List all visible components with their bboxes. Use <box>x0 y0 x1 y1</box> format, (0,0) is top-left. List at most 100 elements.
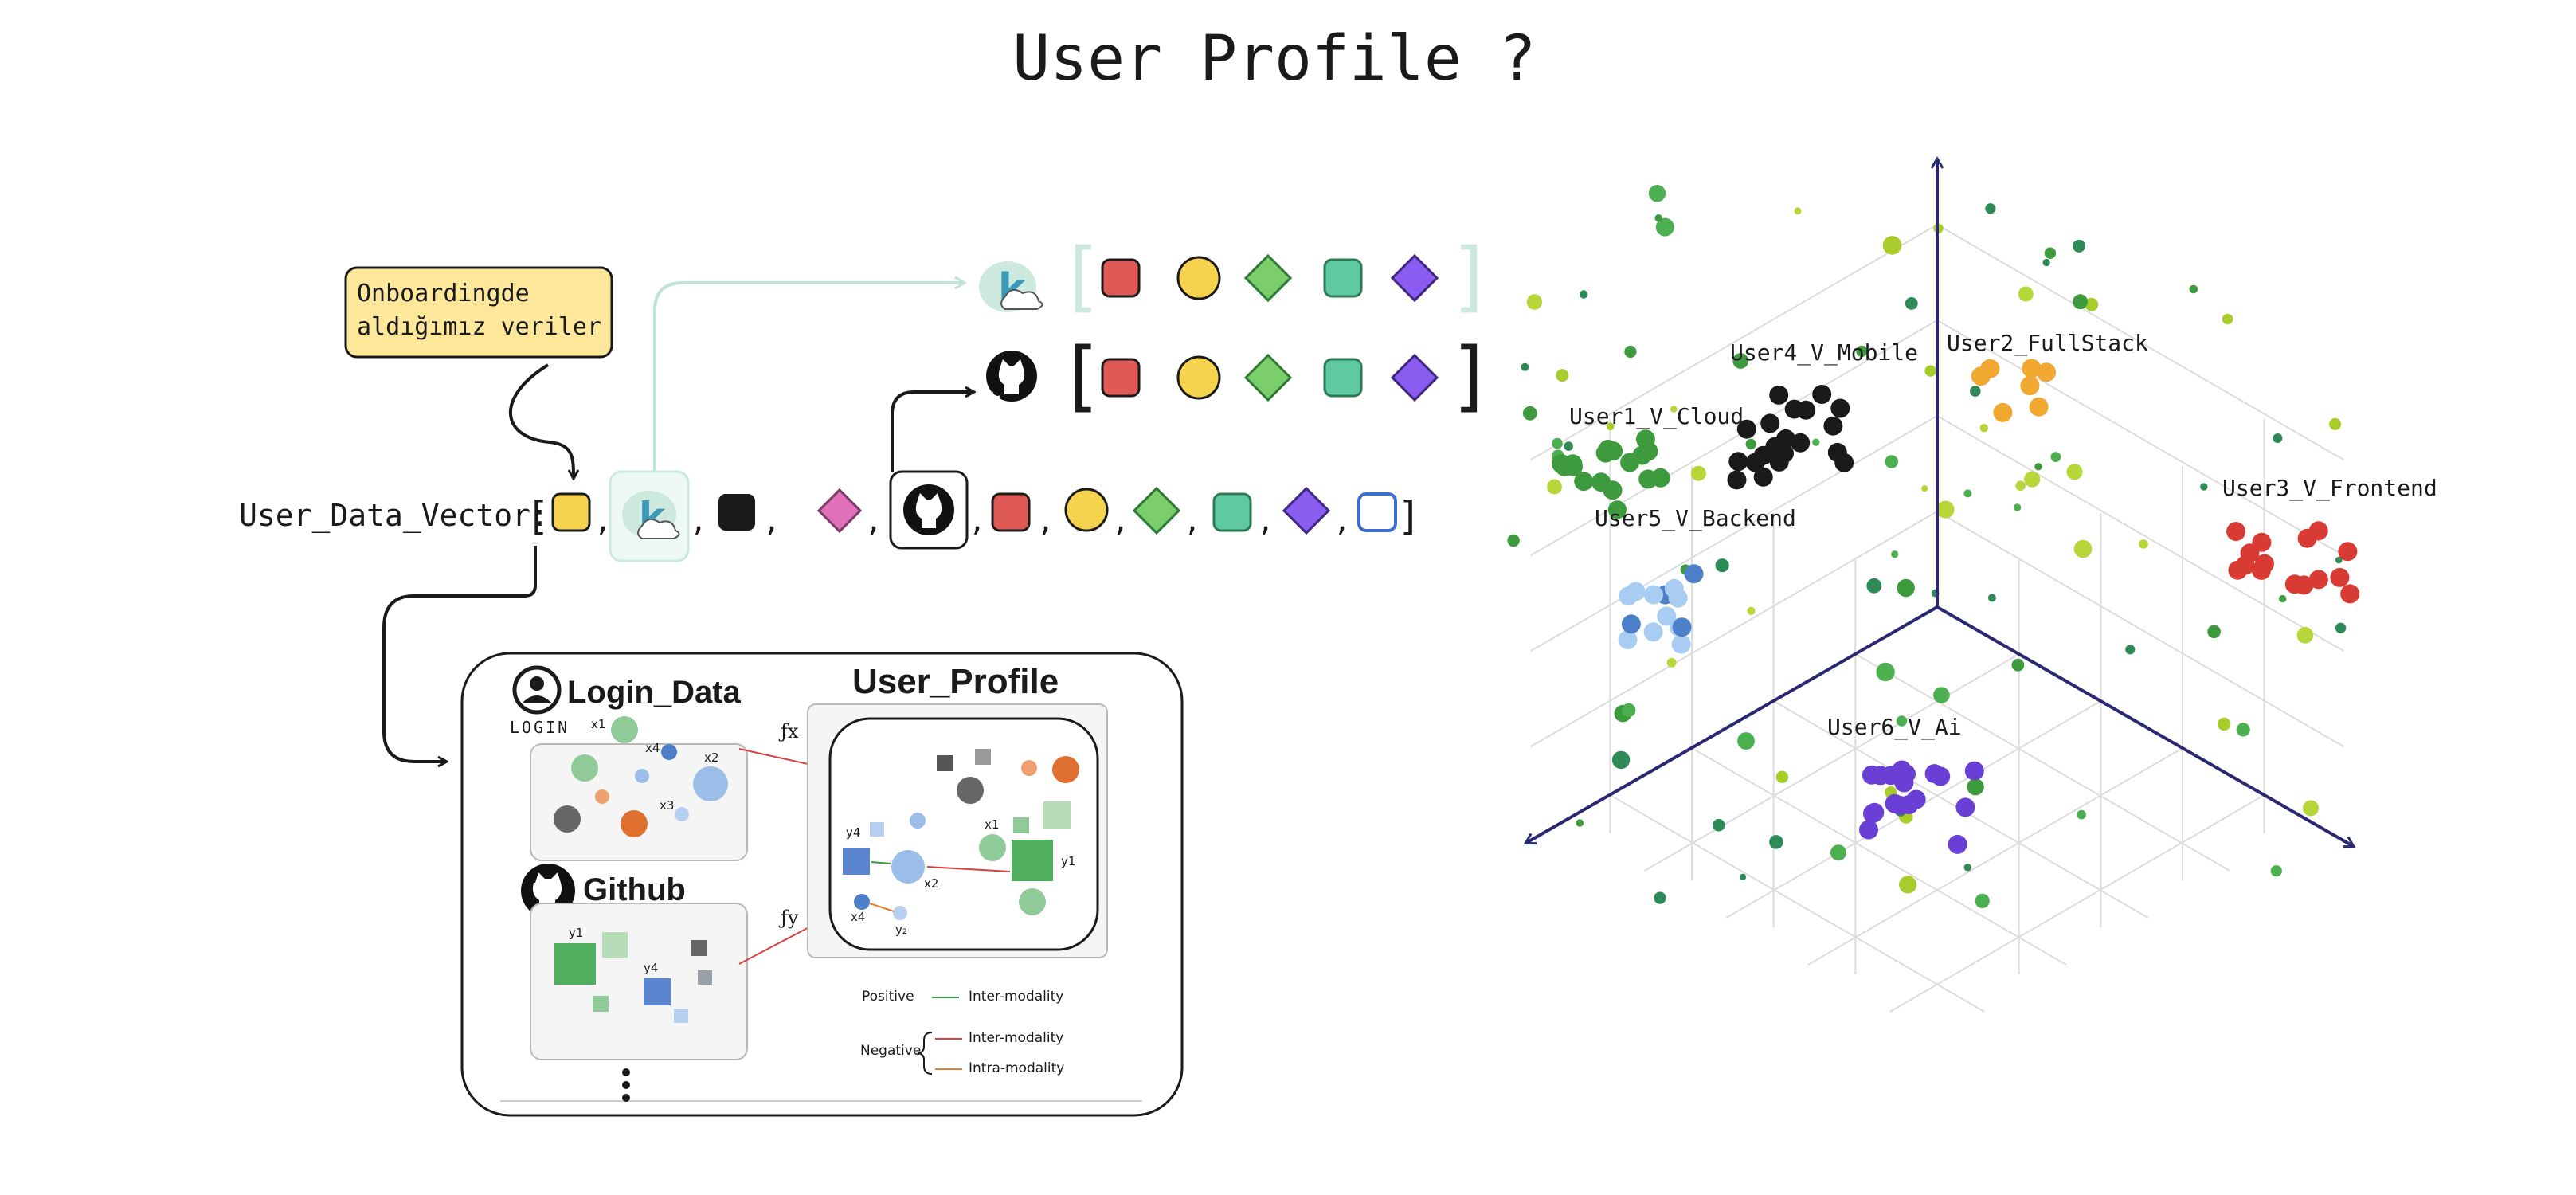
cluster-point <box>1753 467 1773 487</box>
cluster-point <box>2308 570 2328 590</box>
scatter-point <box>1611 750 1631 770</box>
green-diamond-token <box>1132 486 1181 535</box>
scatter-point <box>1666 657 1677 668</box>
scatter-point <box>1624 345 1637 358</box>
cluster-point <box>2338 542 2358 562</box>
scatter-point <box>1580 290 1588 299</box>
scatter-point <box>1936 500 1955 519</box>
login-caption: LOGIN <box>510 718 570 737</box>
profile-label-y2: y₂ <box>895 923 907 937</box>
teal-square-token <box>1323 358 1363 398</box>
vector-tokens: , k , , , , , , , , , <box>551 470 1397 562</box>
kaggle-link-arrow <box>653 283 964 474</box>
scatter-point <box>1576 819 1584 827</box>
login-label-x4: x4 <box>645 741 660 755</box>
cluster-point <box>1672 617 1692 637</box>
svg-text:,: , <box>1037 505 1055 538</box>
github-label-y1: y1 <box>569 926 583 940</box>
cluster-point <box>1862 765 1881 785</box>
scatter-point <box>2218 717 2231 731</box>
cluster-point <box>1684 564 1704 584</box>
cluster-point <box>1791 433 1811 453</box>
cluster-point <box>1827 442 1847 462</box>
yellow-circle-token <box>1176 256 1221 300</box>
scatter-point <box>2125 645 2136 655</box>
black-square-token <box>718 494 755 531</box>
kaggle-icon-top: k <box>979 261 1043 313</box>
svg-text:,: , <box>594 505 612 538</box>
cluster-point <box>1955 797 1975 817</box>
scatter-point <box>2018 286 2034 302</box>
scatter-point <box>2066 464 2083 480</box>
scatter-point <box>1654 891 1666 904</box>
profile-label-x1: x1 <box>985 817 999 832</box>
cluster-point <box>1671 634 1691 654</box>
cluster-point <box>1769 452 1789 472</box>
red-square-token <box>1101 358 1141 398</box>
purple-diamond-token <box>1390 253 1439 303</box>
vector-bracket-open: [ <box>526 493 550 539</box>
github-bracket-close: ] <box>1448 331 1494 421</box>
svg-text:,: , <box>1184 505 1201 538</box>
profile-label-x2: x2 <box>924 876 938 891</box>
scatter-point <box>1812 438 1820 446</box>
axis-y <box>1936 605 2353 846</box>
scatter-point <box>2042 258 2050 267</box>
cluster-point <box>1555 456 1575 476</box>
scatter-point <box>1856 345 1868 357</box>
scatter-point <box>1507 534 1520 547</box>
red-square-token <box>991 492 1031 532</box>
red-square-token <box>1101 258 1141 298</box>
scatter-point <box>1794 207 1802 215</box>
teal-square-token <box>1323 258 1363 298</box>
scatter-point <box>1740 873 1747 880</box>
scatter-point <box>2273 433 2283 443</box>
cluster-point <box>1638 469 1658 489</box>
scatter-point <box>2189 284 2198 294</box>
cluster-point <box>2340 584 2360 604</box>
cluster-point <box>1812 385 1832 404</box>
scatter-point <box>1876 662 1895 682</box>
scatter-point <box>1897 578 1915 598</box>
cluster-point <box>1736 419 1756 439</box>
scatter-point <box>2200 483 2208 491</box>
background-points <box>1507 185 2347 908</box>
scatter-point <box>1921 485 1928 492</box>
svg-text:,: , <box>1333 505 1351 538</box>
note-arrow <box>509 363 574 478</box>
scatter-point <box>2296 627 2314 644</box>
scatter-point <box>1963 489 1972 498</box>
embedding-space-3d: User1_V_Cloud User4_V_Mobile User2_FullS… <box>1507 159 2437 1013</box>
login-label-x3: x3 <box>660 798 674 813</box>
cluster-point <box>2037 362 2057 382</box>
cluster-label-frontend: User3_V_Frontend <box>2222 475 2437 502</box>
scatter-point <box>2303 800 2319 817</box>
cluster-point <box>1863 804 1882 824</box>
scatter-point <box>2044 247 2057 259</box>
cluster-point <box>1971 366 1991 386</box>
cluster-label-cloud: User1_V_Cloud <box>1569 403 1744 430</box>
scatter-point <box>1607 500 1627 519</box>
scatter-point <box>2073 239 2085 253</box>
vector-to-panel-arrow <box>382 546 537 762</box>
scatter-point <box>1891 550 1899 558</box>
svg-text:,: , <box>1257 505 1274 538</box>
cluster-point <box>1760 413 1780 433</box>
cluster-point <box>1618 630 1638 649</box>
scatter-point <box>1830 844 1846 861</box>
legend-brace <box>916 1032 933 1075</box>
scatter-point <box>2085 297 2099 311</box>
cluster-point <box>1644 585 1663 605</box>
scatter-point <box>1564 441 1573 451</box>
scatter-point <box>1547 479 1562 495</box>
scatter-point <box>2034 463 2042 471</box>
scatter-point <box>2073 539 2093 558</box>
more-dot <box>622 1068 630 1076</box>
scatter-point <box>2139 539 2148 549</box>
cluster-point <box>1664 578 1684 598</box>
github-title: Github <box>583 872 686 907</box>
scatter-point <box>1979 424 1988 433</box>
cluster-point <box>1595 443 1615 463</box>
legend-positive-inter: Inter-modality <box>969 989 1063 1005</box>
fy-label: ƒy <box>778 907 799 929</box>
